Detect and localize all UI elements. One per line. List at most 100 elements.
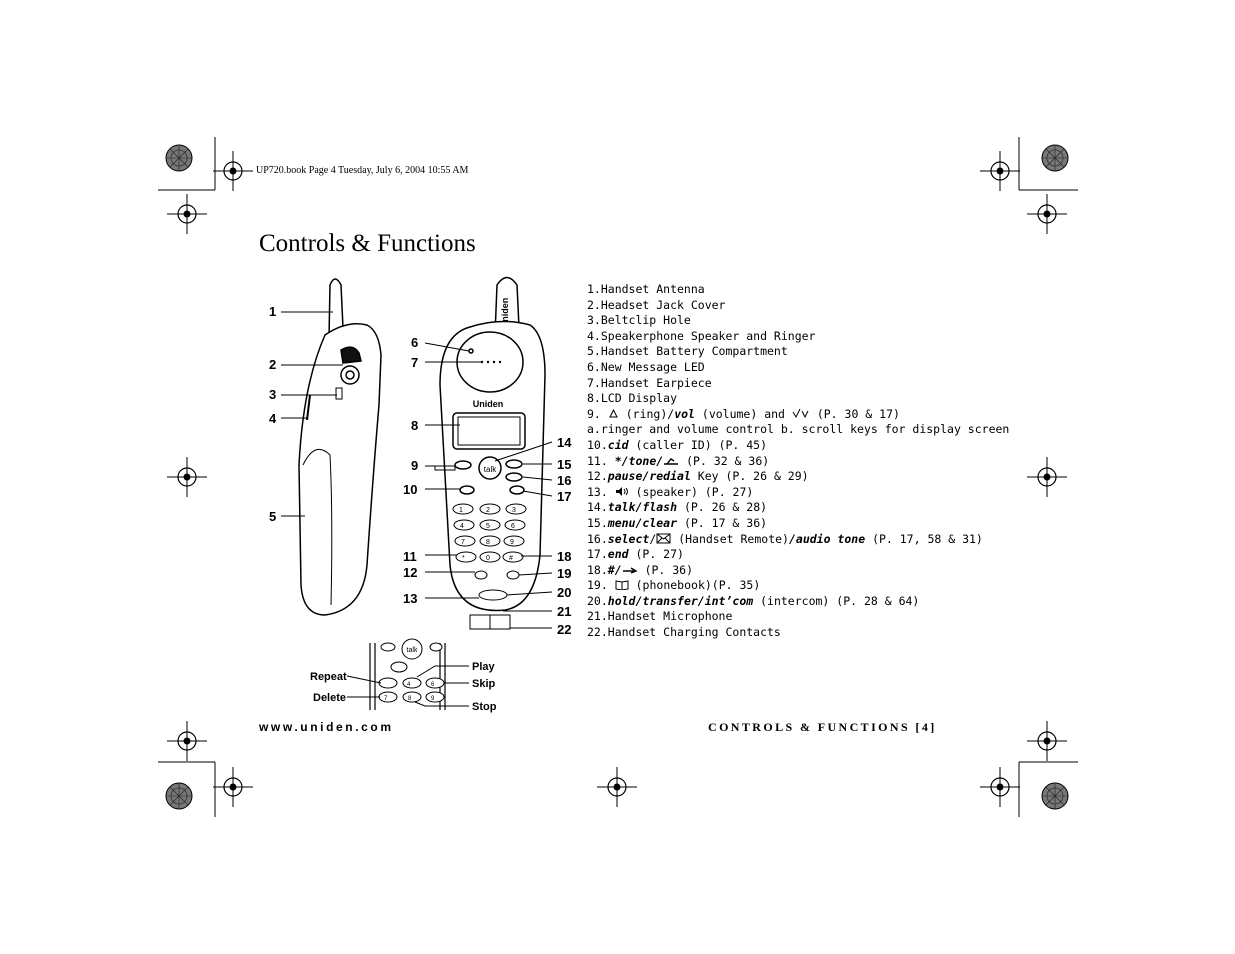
registration-mark-icon bbox=[1026, 456, 1068, 498]
list-item: 11. */tone/ (P. 32 & 36) bbox=[587, 453, 770, 468]
svg-text:talk: talk bbox=[407, 647, 418, 654]
list-item: 20.hold/transfer/int’com (intercom) (P. … bbox=[587, 593, 920, 608]
registration-mark-icon bbox=[1026, 193, 1068, 235]
callout-15: 15 bbox=[557, 457, 571, 472]
callout-1: 1 bbox=[269, 304, 276, 319]
list-item: 21.Handset Microphone bbox=[587, 609, 733, 624]
handset-side-view bbox=[298, 278, 382, 616]
list-item: 5.Handset Battery Compartment bbox=[587, 344, 788, 359]
svg-text:6: 6 bbox=[431, 682, 435, 688]
registration-mark-icon bbox=[1041, 782, 1069, 810]
svg-text:3: 3 bbox=[512, 507, 516, 514]
registration-mark-icon bbox=[979, 766, 1021, 808]
list-item: 22.Handset Charging Contacts bbox=[587, 625, 781, 640]
talk-key-label: talk bbox=[484, 465, 497, 474]
svg-text:2: 2 bbox=[486, 507, 490, 514]
registration-mark-icon bbox=[165, 782, 193, 810]
svg-text:9: 9 bbox=[431, 696, 435, 702]
callout-2: 2 bbox=[269, 357, 276, 372]
callout-14: 14 bbox=[557, 435, 572, 450]
inset-label-play: Play bbox=[472, 661, 496, 673]
callout-10: 10 bbox=[403, 482, 417, 497]
list-item: 2.Headset Jack Cover bbox=[587, 297, 726, 312]
list-item: 7.Handset Earpiece bbox=[587, 375, 712, 390]
phonebook-icon bbox=[615, 580, 629, 591]
svg-text:1: 1 bbox=[459, 507, 463, 514]
answering-keys-inset: talk 4 6 7 8 9 bbox=[346, 638, 469, 710]
registration-mark-icon bbox=[212, 150, 254, 192]
speaker-icon bbox=[615, 486, 628, 496]
callout-11: 11 bbox=[403, 549, 417, 564]
handset-illustration: Uniden Uniden talk 1 2 3 4 5 6 7 8 9 * 0 bbox=[269, 276, 572, 713]
list-item: 18.#/ (P. 36) bbox=[587, 562, 694, 577]
callout-22: 22 bbox=[557, 622, 571, 637]
list-item: 9. (ring)/vol (volume) and (P. 30 & 17) bbox=[587, 406, 900, 421]
list-item: 19. (phonebook)(P. 35) bbox=[587, 578, 761, 593]
callout-21: 21 bbox=[557, 604, 571, 619]
registration-mark-icon bbox=[165, 144, 193, 172]
list-item: 4.Speakerphone Speaker and Ringer bbox=[587, 328, 816, 343]
talk-key bbox=[478, 456, 502, 480]
inset-label-delete: Delete bbox=[313, 692, 346, 704]
list-item: 6.New Message LED bbox=[587, 359, 705, 374]
callout-13: 13 bbox=[403, 591, 417, 606]
book-header: UP720.book Page 4 Tuesday, July 6, 2004 … bbox=[256, 165, 469, 176]
list-item: 8.LCD Display bbox=[587, 391, 678, 406]
svg-text:*: * bbox=[462, 555, 465, 562]
list-item: 15.menu/clear (P. 17 & 36) bbox=[587, 515, 768, 530]
registration-mark-icon bbox=[212, 766, 254, 808]
callout-6: 6 bbox=[411, 335, 418, 350]
handset-front-view: Uniden Uniden talk 1 2 3 4 5 6 7 8 9 * 0 bbox=[439, 276, 546, 630]
inset-label-skip: Skip bbox=[472, 678, 496, 690]
svg-text:0: 0 bbox=[486, 555, 490, 562]
registration-mark-icon bbox=[1041, 144, 1069, 172]
callout-3: 3 bbox=[269, 387, 276, 402]
svg-text:7: 7 bbox=[461, 539, 465, 546]
registration-mark-icon bbox=[166, 720, 208, 762]
registration-mark-icon bbox=[166, 456, 208, 498]
callout-4: 4 bbox=[269, 411, 277, 426]
svg-text:7: 7 bbox=[384, 696, 388, 702]
list-item: a.ringer and volume control b. scroll ke… bbox=[587, 422, 1010, 437]
registration-mark-icon bbox=[1026, 720, 1068, 762]
inset-label-stop: Stop bbox=[472, 701, 497, 713]
list-item: 1.Handset Antenna bbox=[587, 282, 705, 296]
registration-mark-icon bbox=[166, 193, 208, 235]
envelope-icon bbox=[656, 533, 671, 543]
list-item: 14.talk/flash (P. 26 & 28) bbox=[587, 500, 768, 515]
face-brand-label: Uniden bbox=[473, 399, 504, 409]
svg-text:#: # bbox=[509, 555, 513, 562]
registration-mark-icon bbox=[979, 150, 1021, 192]
controls-list: 1.Handset Antenna 2.Headset Jack Cover 3… bbox=[587, 282, 1009, 641]
callout-19: 19 bbox=[557, 566, 571, 581]
callout-20: 20 bbox=[557, 585, 571, 600]
svg-text:5: 5 bbox=[486, 523, 490, 530]
hash-arrow-icon bbox=[622, 567, 638, 574]
list-item: 10.cid (caller ID) (P. 45) bbox=[587, 437, 768, 452]
list-item: 17.end (P. 27) bbox=[587, 547, 684, 562]
callout-9: 9 bbox=[411, 458, 418, 473]
ring-bell-icon bbox=[608, 408, 618, 418]
callout-17: 17 bbox=[557, 489, 571, 504]
callout-7: 7 bbox=[411, 355, 418, 370]
footer-section-title: CONTROLS & FUNCTIONS [4] bbox=[708, 720, 937, 734]
list-item: 13. (speaker) (P. 27) bbox=[587, 484, 754, 499]
svg-text:6: 6 bbox=[511, 523, 515, 530]
inset-label-repeat: Repeat bbox=[310, 671, 347, 683]
svg-text:8: 8 bbox=[408, 696, 412, 702]
callout-16: 16 bbox=[557, 473, 571, 488]
list-item: 3.Beltclip Hole bbox=[587, 313, 691, 328]
callout-8: 8 bbox=[411, 418, 418, 433]
list-item: 16.select/ (Handset Remote)/audio tone (… bbox=[587, 531, 983, 546]
antenna-brand-label: Uniden bbox=[500, 298, 510, 329]
volume-up-down-icon bbox=[792, 408, 809, 418]
svg-text:4: 4 bbox=[407, 682, 411, 688]
list-item: 12.pause/redial Key (P. 26 & 29) bbox=[587, 469, 809, 484]
page-title: Controls & Functions bbox=[259, 230, 476, 257]
callout-12: 12 bbox=[403, 565, 417, 580]
svg-text:8: 8 bbox=[486, 539, 490, 546]
pulse-tone-icon bbox=[664, 457, 679, 465]
svg-text:4: 4 bbox=[460, 523, 464, 530]
callout-5: 5 bbox=[269, 509, 276, 524]
